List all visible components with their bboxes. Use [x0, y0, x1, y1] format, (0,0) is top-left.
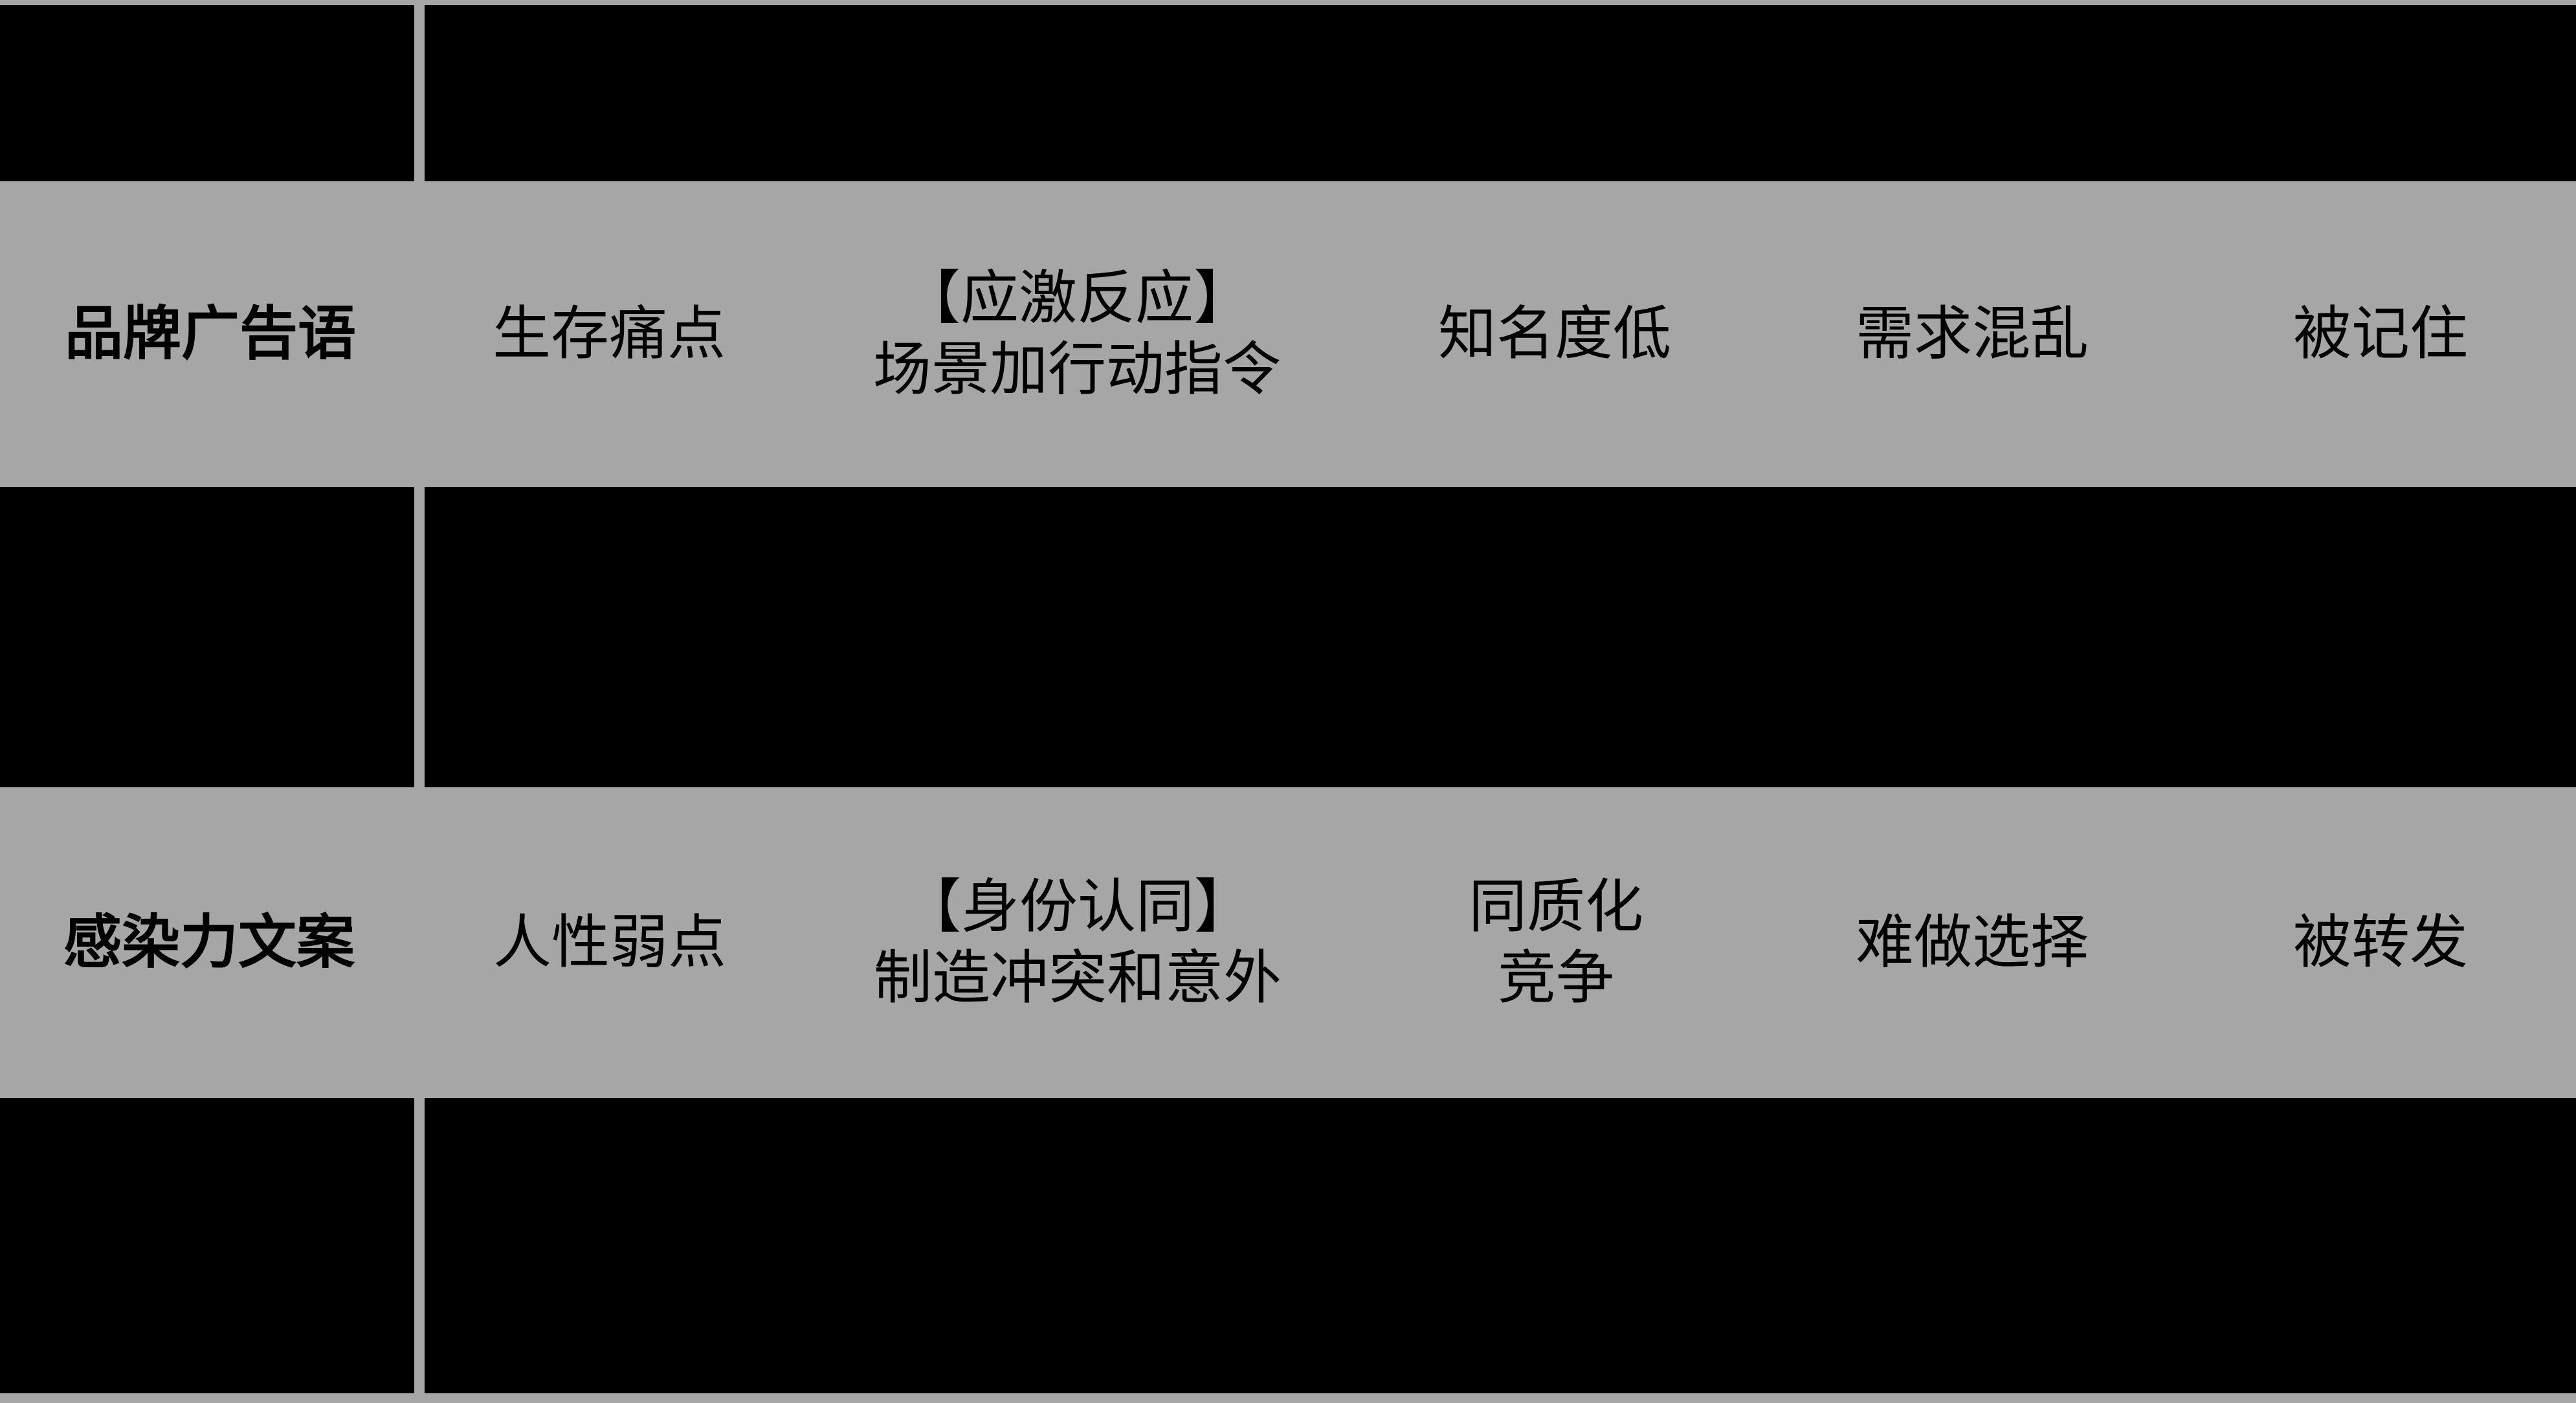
cell-text: 人性弱点 [493, 908, 726, 976]
cell-method: 【身份认同】 制造冲突和意外 [874, 787, 1282, 1098]
cell-text-line-1: 【身份认同】 [903, 873, 1252, 941]
row-label: 品牌广告语 [65, 181, 356, 487]
black-cell-left [0, 487, 414, 787]
black-cell-left [0, 1098, 414, 1393]
cell-method: 【应激反应】 场景加行动指令 [873, 181, 1281, 487]
cell-text-line-1: 同质化 [1469, 873, 1643, 941]
cell-problem: 知名度低 [1438, 181, 1671, 487]
cell-pain-point: 人性弱点 [493, 787, 726, 1098]
black-cell-left [0, 5, 414, 181]
cell-text-line-2: 场景加行动指令 [873, 335, 1281, 403]
row-label-text: 感染力文案 [63, 908, 355, 976]
cell-user-state: 难做选择 [1856, 787, 2089, 1098]
black-row-middle [0, 487, 2576, 787]
black-row-bottom [0, 1098, 2576, 1393]
cell-text: 需求混乱 [1856, 300, 2089, 368]
table-row-brand-slogan: 品牌广告语 生存痛点 【应激反应】 场景加行动指令 知名度低 需求混乱 被记住 [0, 181, 2576, 487]
cell-text-line-1: 【应激反应】 [902, 264, 1252, 332]
cell-text: 被转发 [2293, 908, 2468, 976]
cell-problem: 同质化 竞争 [1469, 787, 1643, 1098]
cell-goal: 被记住 [2293, 181, 2468, 487]
cell-user-state: 需求混乱 [1856, 181, 2089, 487]
row-label: 感染力文案 [63, 787, 355, 1098]
cell-text: 被记住 [2293, 300, 2468, 368]
cell-text: 生存痛点 [493, 300, 726, 368]
cell-text-line-2: 竞争 [1498, 944, 1614, 1012]
table-row-infectious-copy: 感染力文案 人性弱点 【身份认同】 制造冲突和意外 同质化 竞争 难做选择 被转… [0, 787, 2576, 1098]
cell-text: 难做选择 [1856, 908, 2089, 976]
black-cell-right [425, 1098, 2576, 1393]
black-row-top [0, 5, 2576, 181]
cell-goal: 被转发 [2293, 787, 2468, 1098]
cell-text: 知名度低 [1438, 300, 1671, 368]
black-cell-right [425, 487, 2576, 787]
cell-pain-point: 生存痛点 [493, 181, 726, 487]
black-cell-right [425, 5, 2576, 181]
cell-text-line-2: 制造冲突和意外 [874, 944, 1282, 1012]
row-label-text: 品牌广告语 [65, 300, 356, 368]
